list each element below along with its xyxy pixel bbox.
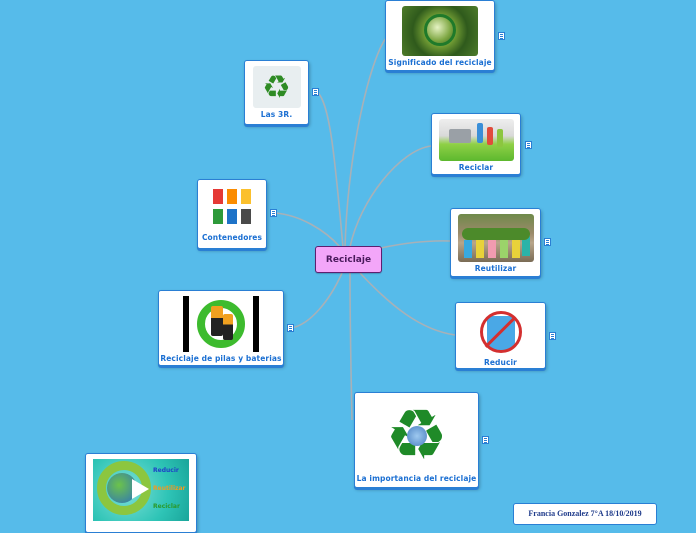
video-text-reducir: Reducir (153, 467, 179, 474)
earth-recycle-image (402, 6, 478, 56)
topic-reciclar[interactable]: Reciclar (431, 113, 521, 175)
topic-label: Las 3R. (260, 110, 293, 119)
video-text-reutilizar: Reutilizar (153, 485, 186, 492)
recycling-bins-image (438, 119, 514, 161)
recycle-sad-earth-image: ♻ (376, 398, 457, 472)
note-icon[interactable] (525, 141, 532, 149)
author-credit-text: Francia Gonzalez 7°A 18/10/2019 (528, 509, 642, 518)
topic-label: La importancia del reciclaje (356, 474, 477, 483)
author-credit-box: Francia Gonzalez 7°A 18/10/2019 (513, 503, 657, 525)
topic-label: Reciclaje de pilas y baterias (160, 354, 282, 363)
batteries-recycle-image (183, 296, 259, 352)
topic-contenedores[interactable]: Contenedores (197, 179, 267, 249)
topic-label: Significado del reciclaje (388, 58, 492, 67)
video-node[interactable]: Reducir Reutilizar Reciclar (85, 453, 197, 533)
topic-la-importancia-del-reciclaje[interactable]: ♻ La importancia del reciclaje (354, 392, 479, 488)
no-plastic-bag-image (476, 308, 525, 356)
play-icon[interactable] (132, 479, 149, 499)
topic-reciclaje-de-pilas[interactable]: Reciclaje de pilas y baterias (158, 290, 284, 366)
note-icon[interactable] (270, 209, 277, 217)
note-icon[interactable] (287, 324, 294, 332)
central-topic-label: Reciclaje (325, 254, 372, 265)
note-icon[interactable] (312, 88, 319, 96)
boots-planters-image (457, 214, 534, 262)
topic-label: Reducir (484, 358, 517, 367)
topic-reducir[interactable]: Reducir (455, 302, 546, 369)
mindmap-canvas: Reciclaje Significado del reciclaje ♻ La… (85, 0, 657, 533)
video-thumbnail[interactable]: Reducir Reutilizar Reciclar (93, 459, 189, 521)
note-icon[interactable] (549, 332, 556, 340)
topic-label: Contenedores (201, 233, 263, 242)
note-icon[interactable] (482, 436, 489, 444)
recycling-containers-image (209, 185, 255, 231)
topic-label: Reciclar (458, 163, 494, 172)
topic-reutilizar[interactable]: Reutilizar (450, 208, 541, 277)
topic-las-3r[interactable]: ♻ Las 3R. (244, 60, 309, 125)
recycle-symbol-image: ♻ (252, 66, 301, 108)
note-icon[interactable] (498, 32, 505, 40)
video-text-reciclar: Reciclar (153, 503, 180, 510)
central-topic[interactable]: Reciclaje (315, 246, 382, 273)
topic-label: Reutilizar (474, 264, 517, 273)
connector-lines (274, 37, 456, 421)
note-icon[interactable] (544, 238, 551, 246)
topic-significado-del-reciclaje[interactable]: Significado del reciclaje (385, 0, 495, 71)
